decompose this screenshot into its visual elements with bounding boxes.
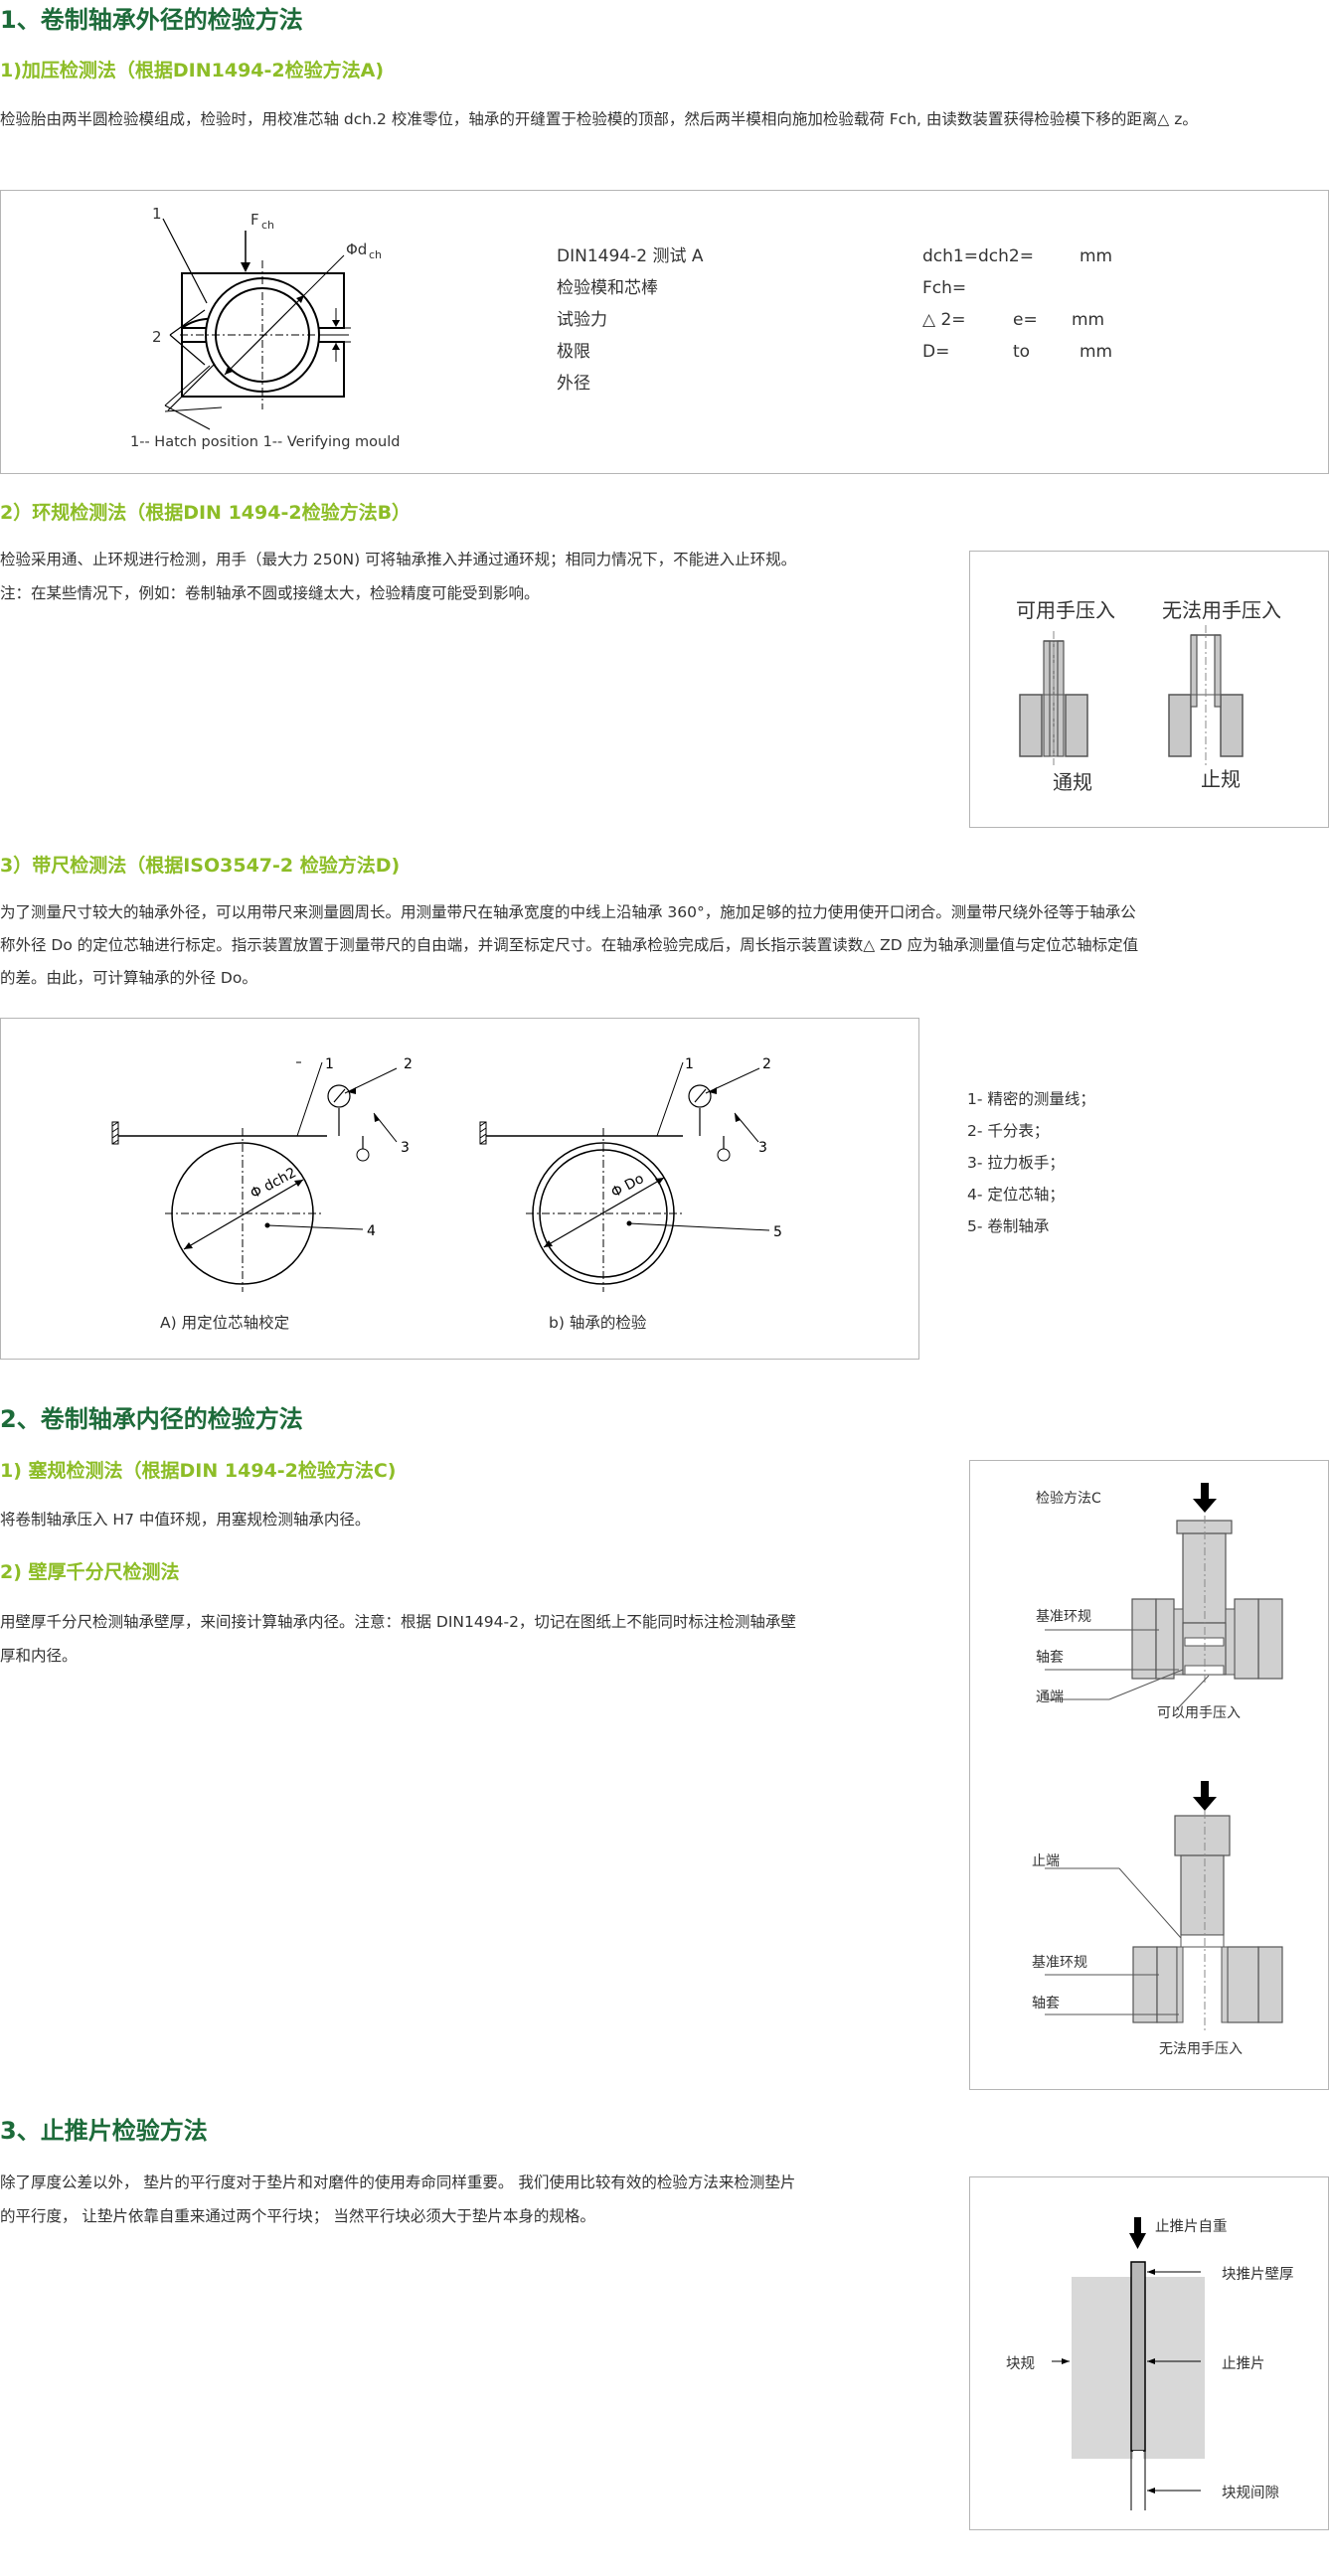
fig-c-sleeve-1: 轴套	[1036, 1650, 1064, 1666]
method-a-figure-caption: 1-- Hatch position 1-- Verifying mould	[130, 434, 401, 450]
method-b-text-1: 检验采用通、止环规进行检测，用手（最大力 250N) 可将轴承推入并通过通环规；…	[0, 551, 797, 568]
gauge-gap-label: 块规间隙	[1222, 2486, 1279, 2501]
fig-d-num-1b: 1	[685, 1056, 694, 1072]
method-d-text-1: 为了测量尺寸较大的轴承外径，可以用带尺来测量圆周长。用测量带尺在轴承宽度的中线上…	[0, 903, 1136, 921]
washer-figure-box: 止推片自重 块推片壁厚 块规 止推片 块规间隙	[969, 2176, 1329, 2530]
legend-item-5: 5- 卷制轴承	[967, 1217, 1050, 1235]
fig-label-dch-sub: ch	[369, 248, 382, 261]
legend-item-3: 3- 拉力板手；	[967, 1154, 1065, 1172]
method-d-figure-box: 1 2 3 4 1 2 3 5 Φ dch2 Φ Do A) 用定位芯轴校定 b…	[0, 1018, 919, 1360]
micrometer-text-1: 用壁厚千分尺检测轴承壁厚，来间接计算轴承内径。注意：根据 DIN1494-2，切…	[0, 1613, 796, 1631]
method-a-title: 1)加压检测法（根据DIN1494-2检验方法A)	[0, 60, 385, 81]
micrometer-title: 2) 壁厚千分尺检测法	[0, 1561, 180, 1583]
spec-right-list: dch1=dch2= mm Fch= △ 2= e= mm D= to mm	[922, 241, 1112, 368]
washer-text-2: 的平行度， 让垫片依靠自重来通过两个平行块； 当然平行块必须大于垫片本身的规格。	[0, 2207, 595, 2225]
spec-to: to	[1013, 342, 1031, 362]
method-d-title: 3）带尺检测法（根据ISO3547-2 检验方法D)	[0, 855, 401, 877]
fig-c-push-no: 无法用手压入	[1159, 2041, 1243, 2057]
method-c-text: 将卷制轴承压入 H7 中值环规，用塞规检测轴承内径。	[0, 1511, 371, 1529]
method-d-text-3: 的差。由此，可计算轴承的外径 Do。	[0, 969, 257, 987]
fig-d-num-1a: 1	[325, 1056, 334, 1072]
fig-label-dch: Φd	[346, 241, 367, 258]
fig-d-caption-a: A) 用定位芯轴校定	[160, 1314, 290, 1332]
tape-test-diagram: 1 2 3 4 1 2 3 5 Φ dch2 Φ Do	[111, 1056, 782, 1292]
method-b-text-2: 注：在某些情况下，例如：卷制轴承不圆或接缝太大，检验精度可能受到影响。	[0, 584, 540, 602]
gauge-go-label: 通规	[1053, 770, 1092, 794]
section1-title: 1、卷制轴承外径的检验方法	[0, 6, 303, 34]
fig-label-1: 1	[152, 205, 162, 223]
method-d-legend: 1- 精密的测量线； 2- 千分表； 3- 拉力板手； 4- 定位芯轴； 5- …	[967, 1083, 1095, 1242]
washer-text-1: 除了厚度公差以外， 垫片的平行度对于垫片和对磨件的使用寿命同样重要。 我们使用比…	[0, 2174, 796, 2191]
fig-c-title: 检验方法C	[1036, 1491, 1101, 1507]
fig-d-num-2b: 2	[762, 1056, 771, 1072]
method-d-text-2: 称外径 Do 的定位芯轴进行标定。指示装置放置于测量带尺的自由端，并调至标定尺寸…	[0, 936, 1139, 954]
fig-c-go-end: 通端	[1036, 1690, 1064, 1705]
spec-limit: 极限	[557, 342, 590, 362]
gauge-block-label: 块规	[1006, 2356, 1035, 2372]
spec-diameter: 外径	[557, 374, 590, 394]
fig-d-num-2a: 2	[404, 1056, 413, 1072]
gauge-go-top-label: 可用手压入	[1016, 598, 1115, 622]
spec-fch: Fch=	[922, 278, 967, 298]
spec-dch-unit: mm	[1080, 246, 1113, 266]
spec-d: D=	[922, 342, 950, 362]
spec-mould: 检验模和芯棒	[557, 278, 658, 298]
fig-c-nogo-end: 止端	[1032, 1853, 1060, 1869]
method-a-text: 检验胎由两半圆检验模组成，检验时，用校准芯轴 dch.2 校准零位，轴承的开缝置…	[0, 110, 1198, 128]
spec-d-unit: mm	[1080, 342, 1113, 362]
fig-c-push-ok: 可以用手压入	[1157, 1705, 1241, 1721]
plug-gauge-diagram	[1045, 1483, 1283, 2032]
method-b-title: 2）环规检测法（根据DIN 1494-2检验方法B）	[0, 502, 412, 524]
method-b-figure-box: 可用手压入 无法用手压入 通规 止规	[969, 551, 1329, 828]
fig-label-2: 2	[152, 328, 162, 346]
washer-label: 止推片	[1222, 2356, 1265, 2372]
fig-label-fch-sub: ch	[261, 219, 274, 232]
spec-dch: dch1=dch2=	[922, 246, 1034, 266]
method-c-title: 1) 塞规检测法（根据DIN 1494-2检验方法C)	[0, 1460, 397, 1482]
washer-wall-label: 块推片壁厚	[1222, 2267, 1294, 2283]
fig-c-ring-2: 基准环规	[1032, 1955, 1087, 1971]
section3-title: 3、止推片检验方法	[0, 2117, 208, 2145]
washer-weight-label: 止推片自重	[1155, 2219, 1228, 2235]
micrometer-text-2: 厚和内径。	[0, 1647, 78, 1665]
spec-e-unit: mm	[1072, 310, 1105, 330]
spec-e: e=	[1013, 310, 1038, 330]
ring-gauge-diagram	[1019, 625, 1244, 765]
legend-item-4: 4- 定位芯轴；	[967, 1186, 1065, 1204]
fig-c-ring-1: 基准环规	[1036, 1609, 1091, 1625]
fig-d-dim-b: Φ Do	[608, 1171, 646, 1201]
fig-d-caption-b: b) 轴承的检验	[549, 1314, 647, 1332]
washer-gauge-diagram	[1052, 2217, 1205, 2510]
legend-item-2: 2- 千分表；	[967, 1122, 1050, 1140]
spec-force: 试验力	[557, 310, 607, 330]
fig-d-num-3a: 3	[401, 1140, 410, 1156]
method-c-figure-box: 检验方法C 基	[969, 1460, 1329, 2090]
fig-d-num-4: 4	[367, 1223, 376, 1239]
spec-test: DIN1494-2 测试 A	[557, 246, 704, 266]
method-a-figure-box: 1 2 F ch Φd ch 1-- Hatch position 1-- Ve…	[0, 190, 1329, 474]
gauge-nogo-top-label: 无法用手压入	[1162, 598, 1281, 622]
fig-d-num-3b: 3	[758, 1140, 767, 1156]
spec-left-list: DIN1494-2 测试 A 检验模和芯棒 试验力 极限 外径	[557, 241, 703, 400]
fig-c-sleeve-2: 轴套	[1032, 1996, 1060, 2012]
fig-label-fch: F	[250, 211, 259, 229]
gauge-nogo-label: 止规	[1201, 767, 1241, 791]
fig-d-num-5: 5	[773, 1224, 782, 1240]
pressure-test-diagram: 1 2 F ch Φd ch	[152, 205, 382, 430]
legend-item-1: 1- 精密的测量线；	[967, 1090, 1095, 1108]
spec-dz: △ 2=	[922, 310, 966, 330]
section2-title: 2、卷制轴承内径的检验方法	[0, 1405, 303, 1433]
